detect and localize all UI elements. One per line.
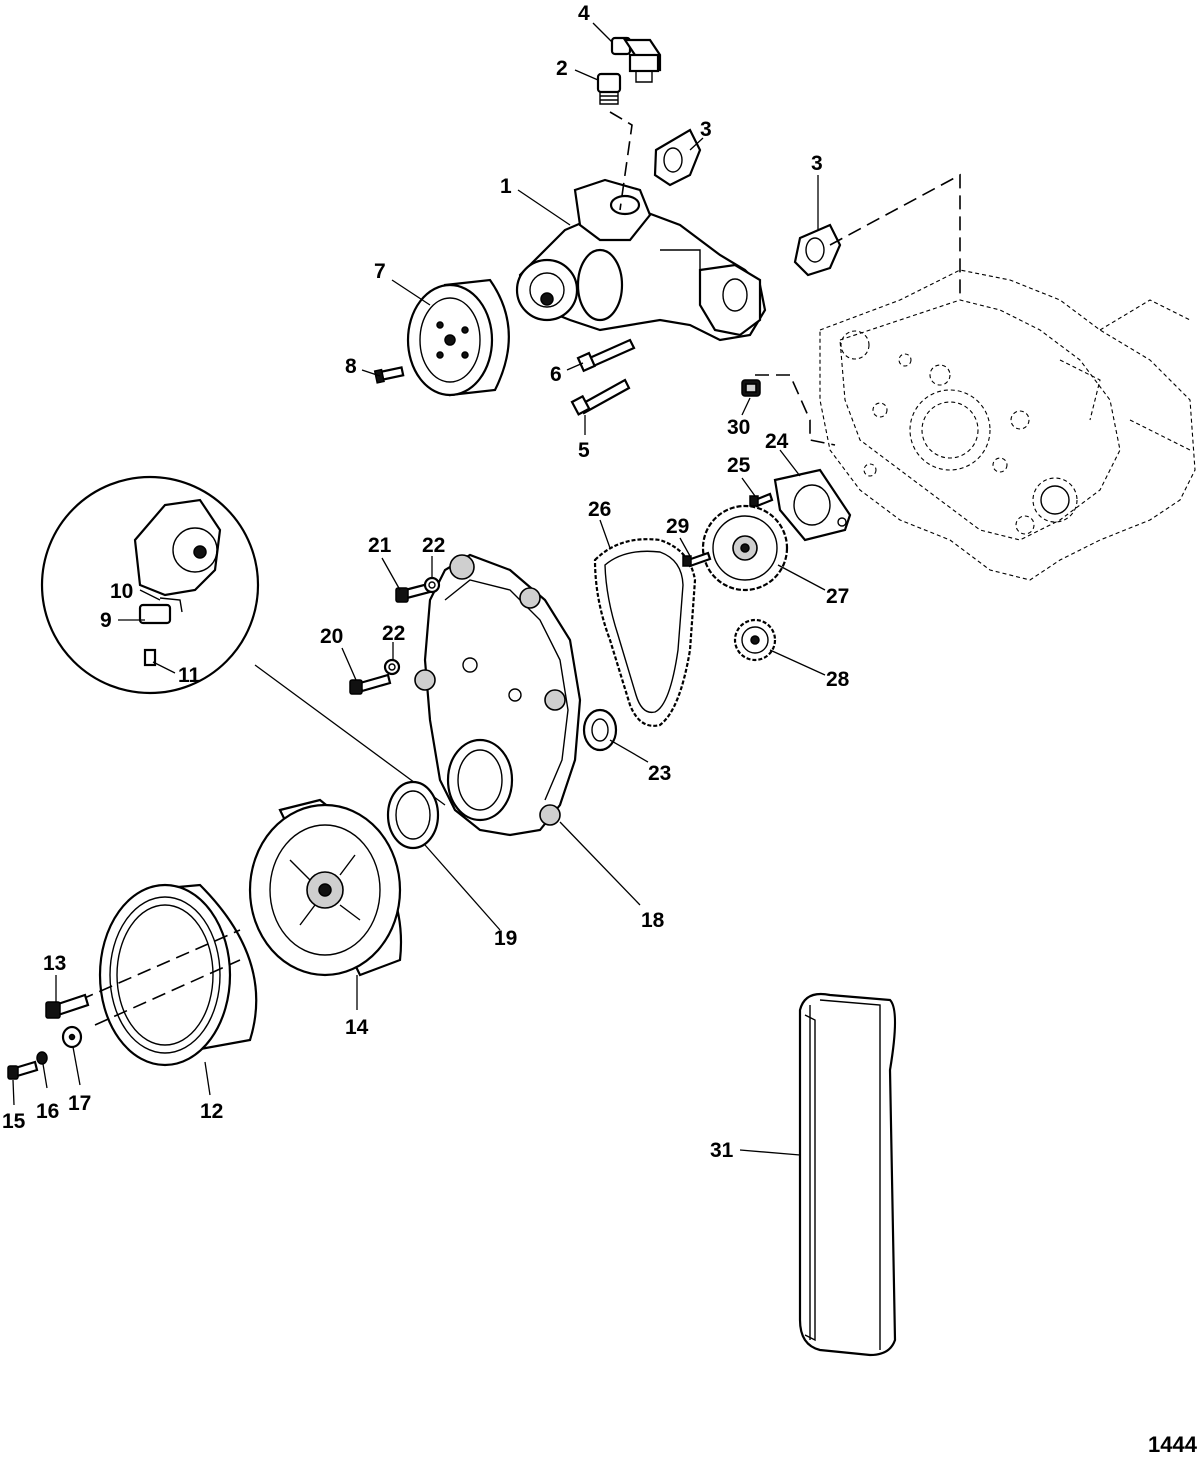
- bolt-13: [45, 993, 90, 1019]
- harmonic-damper: [248, 798, 402, 977]
- crankshaft-pulley: [98, 883, 258, 1067]
- callout-3-lower: 3: [811, 152, 823, 175]
- elbow-fitting-4: [610, 36, 662, 83]
- callout-17: 17: [68, 1092, 91, 1115]
- leader-1: [517, 189, 571, 226]
- leader-24: [779, 449, 801, 477]
- callout-28: 28: [826, 668, 850, 691]
- leader-25: [741, 477, 756, 497]
- leader-10: [139, 589, 161, 601]
- leader-2: [574, 69, 599, 81]
- washer-22-lower: [383, 658, 401, 676]
- serpentine-belt: [798, 992, 897, 1357]
- callout-23: 23: [648, 762, 671, 785]
- callout-8: 8: [345, 355, 357, 378]
- detail-inset: [40, 475, 446, 806]
- timing-chain: [593, 538, 697, 727]
- leader-29: [679, 537, 691, 557]
- callout-15: 15: [2, 1110, 26, 1133]
- bolt-25: [749, 492, 774, 508]
- callout-19: 19: [494, 927, 517, 950]
- leader-19: [424, 844, 501, 931]
- water-pump-pulley: [406, 278, 510, 397]
- engine-block-phantom: [819, 269, 1196, 581]
- leader-27: [777, 564, 826, 591]
- leader-16: [42, 1063, 48, 1089]
- leader-7: [391, 279, 431, 306]
- gasket-3-lower: [793, 223, 842, 277]
- leader-6: [566, 362, 584, 371]
- callout-12: 12: [200, 1100, 223, 1123]
- callout-13: 13: [43, 952, 66, 975]
- washer-16: [36, 1051, 48, 1065]
- bolt-29: [682, 551, 712, 568]
- callout-3-upper: 3: [700, 118, 712, 141]
- leader-3a: [689, 137, 704, 151]
- callout-5: 5: [578, 439, 590, 462]
- callout-11: 11: [178, 664, 201, 687]
- bolt-20: [349, 673, 392, 695]
- washer-22-upper: [423, 576, 441, 594]
- leader-12: [204, 1061, 211, 1096]
- crankshaft-sprocket: [733, 618, 777, 662]
- leader-8: [361, 369, 381, 377]
- figure-number: 1444: [1148, 1432, 1198, 1457]
- nut-30: [741, 379, 761, 397]
- timing-cover: [414, 553, 582, 837]
- callout-22-lower: 22: [382, 622, 405, 645]
- callout-21: 21: [368, 534, 392, 557]
- callout-9: 9: [100, 609, 112, 632]
- callout-1: 1: [500, 175, 512, 198]
- callout-20: 20: [320, 625, 343, 648]
- water-pump: [515, 178, 767, 342]
- thrust-washer-23: [582, 708, 618, 752]
- leader-23: [609, 739, 649, 763]
- callout-30: 30: [727, 416, 750, 439]
- retainer-plate-24: [773, 468, 852, 542]
- callout-27: 27: [826, 585, 849, 608]
- stud-6: [576, 338, 636, 373]
- leader-26: [599, 519, 611, 549]
- stud-5: [570, 378, 631, 416]
- camshaft-sprocket: [701, 504, 789, 592]
- leader-11: [152, 661, 176, 674]
- callout-22-upper: 22: [422, 534, 445, 557]
- callout-29: 29: [666, 515, 689, 538]
- callout-31: 31: [710, 1139, 734, 1162]
- washer-17: [61, 1025, 83, 1049]
- leader-4: [592, 22, 613, 43]
- leader-18: [559, 821, 641, 906]
- callout-4: 4: [578, 2, 590, 25]
- callout-16: 16: [36, 1100, 59, 1123]
- callout-18: 18: [641, 909, 665, 932]
- leader-21: [381, 557, 401, 591]
- callout-6: 6: [550, 363, 562, 386]
- leader-17: [72, 1046, 81, 1086]
- callout-25: 25: [727, 454, 751, 477]
- leader-31: [739, 1149, 801, 1156]
- leader-20: [341, 647, 357, 681]
- fitting-2: [596, 72, 622, 105]
- gasket-3-upper: [653, 128, 702, 187]
- callout-14: 14: [345, 1016, 369, 1039]
- leader-30: [741, 397, 751, 416]
- callout-10: 10: [110, 580, 133, 603]
- callout-2: 2: [556, 57, 568, 80]
- bolt-15: [7, 1060, 39, 1080]
- callout-24: 24: [765, 430, 789, 453]
- leader-15: [12, 1079, 15, 1106]
- callout-7: 7: [374, 260, 386, 283]
- leader-28: [769, 649, 826, 676]
- front-seal-19: [386, 780, 440, 850]
- callout-26: 26: [588, 498, 611, 521]
